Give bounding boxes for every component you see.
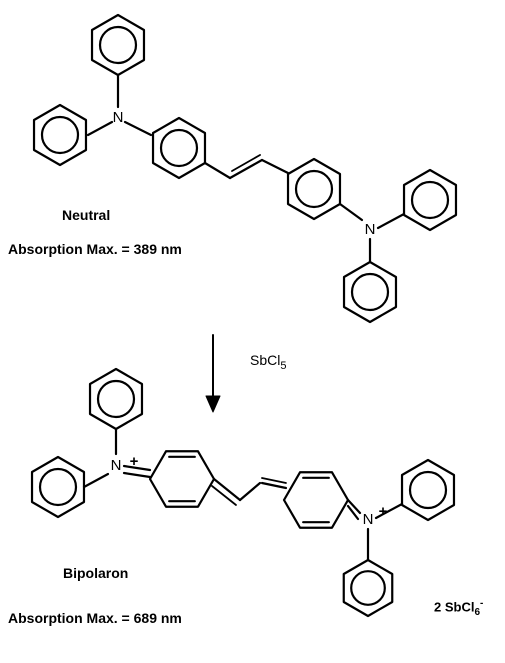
vinyl-double-bond [231, 154, 261, 172]
phenyl-ring [32, 103, 88, 167]
bond [86, 120, 114, 137]
counterion-formula: 2 SbCl [434, 599, 475, 615]
bond [238, 481, 262, 502]
bipolaron-absorption-max: Absorption Max. = 689 nm [8, 610, 182, 626]
phenyl-ring [400, 458, 456, 522]
aromatic-circle [38, 467, 78, 507]
quinoid-ring [148, 450, 216, 508]
bipolaron-label: Bipolaron [63, 565, 129, 581]
bond [260, 158, 290, 175]
reagent-subscript: 5 [280, 359, 287, 372]
nitrogen-atom: N [111, 457, 122, 474]
exocyclic-double-bond [211, 485, 237, 506]
phenyl-ring [30, 455, 86, 519]
bond [212, 477, 242, 502]
aromatic-circle [40, 115, 80, 155]
nitrogen-atom: N [363, 511, 374, 528]
positive-charge: + [379, 503, 388, 520]
aromatic-circle [408, 470, 448, 510]
bond [123, 120, 153, 137]
reagent-sbcl5: SbCl5 [250, 352, 286, 372]
nitrogen-atom: N [113, 109, 124, 126]
bond [376, 212, 406, 230]
aromatic-circle [294, 169, 334, 209]
aromatic-circle [350, 570, 386, 606]
quinoid-ring [282, 471, 350, 529]
aromatic-circle [98, 25, 138, 65]
bond [374, 502, 404, 520]
bond [346, 498, 362, 515]
phenyl-ring [342, 558, 394, 618]
phenyl-ring [402, 168, 458, 232]
phenyl-ring [90, 13, 146, 77]
phenyl-ring [88, 367, 144, 431]
aromatic-circle [96, 379, 136, 419]
phenyl-ring [342, 260, 398, 324]
bond [228, 158, 264, 180]
counterion-label: 2 SbCl6- [434, 598, 483, 618]
bond [203, 161, 232, 180]
arrow-head [205, 395, 221, 413]
neutral-label: Neutral [62, 207, 111, 223]
aromatic-circle [410, 180, 450, 220]
neutral-absorption-max: Absorption Max. = 389 nm [8, 241, 182, 257]
positive-charge: + [130, 453, 139, 470]
imine-double-bond [122, 471, 152, 479]
imine-double-bond [346, 504, 360, 521]
bond [82, 472, 110, 489]
bond [122, 464, 152, 472]
reagent-formula: SbCl [250, 352, 281, 368]
bond [338, 202, 364, 222]
aromatic-circle [159, 128, 199, 168]
chain-double-bond [261, 477, 287, 484]
bond [260, 481, 288, 490]
counterion-charge: - [480, 598, 484, 609]
nitrogen-atom: N [365, 221, 376, 238]
counterion-subscript: 6 [474, 606, 481, 618]
aromatic-circle [350, 272, 390, 312]
